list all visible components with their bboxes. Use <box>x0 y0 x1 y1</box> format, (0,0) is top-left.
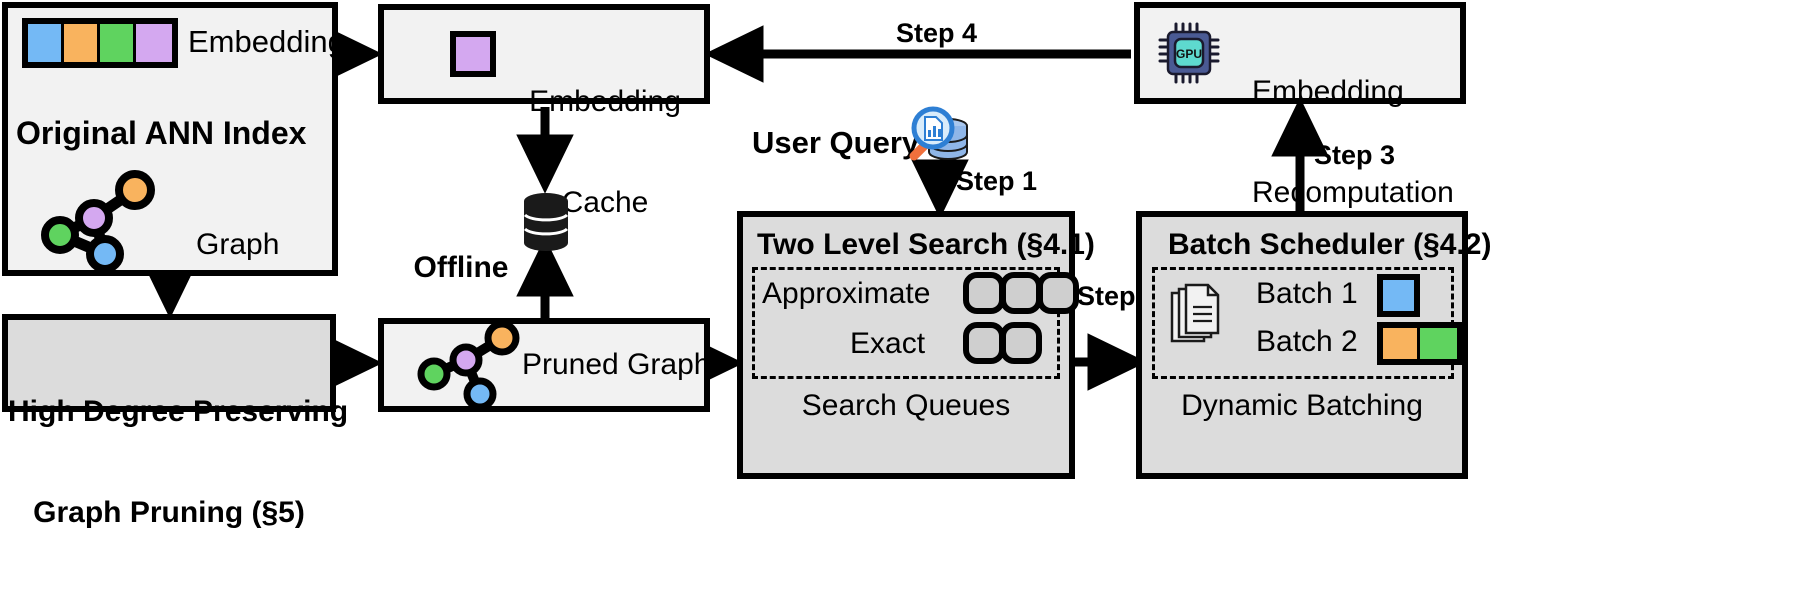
embedding-cache-title-line1: Embedding <box>529 85 681 119</box>
search-queues-dashed-area <box>752 267 1060 379</box>
graph-label: Graph <box>196 228 280 261</box>
batch-row-2-label: Batch 2 <box>1256 325 1358 358</box>
step-3-label: Step 3 <box>1314 140 1396 170</box>
database-cylinder-icon <box>523 193 569 251</box>
batch-scheduler-title: Batch Scheduler (§4.2) <box>1168 228 1492 261</box>
original-ann-index-title: Original ANN Index <box>16 115 307 151</box>
batch-row-1-label: Batch 1 <box>1256 277 1358 310</box>
search-queues-footer: Search Queues <box>801 389 1011 422</box>
graph-node-purple <box>75 199 113 237</box>
dynamic-batching-footer: Dynamic Batching <box>1181 389 1423 422</box>
graph-node-blue <box>86 235 124 273</box>
graph-pruning-title-line1: High Degree Preserving <box>8 395 349 429</box>
approximate-queue-slot-2[interactable] <box>1000 272 1042 314</box>
graph-node-orange <box>115 170 155 210</box>
query-search-database-icon <box>909 106 968 161</box>
batch-2-swatch-green <box>1420 328 1457 359</box>
documents-stack-icon <box>1170 283 1220 343</box>
pruned-node-blue <box>463 377 497 411</box>
approximate-queue-slot-1[interactable] <box>963 272 1005 314</box>
step-4-label: Step 4 <box>896 18 978 48</box>
pruned-node-green <box>417 357 451 391</box>
offline-storage-label-line1: Offline <box>413 251 509 285</box>
exact-row-label: Exact <box>850 327 926 360</box>
embedding-swatch-orange <box>64 24 100 62</box>
embedding-swatch-green <box>100 24 136 62</box>
gpu-chip-icon: GPU <box>1158 22 1220 84</box>
exact-queue-slot-1[interactable] <box>963 322 1005 364</box>
graph-pruning-title-line2: Graph Pruning (§5) <box>33 495 305 529</box>
pruned-graph-icon <box>417 324 520 411</box>
embedding-cache-swatch <box>450 31 496 77</box>
pruned-graph-label: Pruned Graph <box>522 348 711 381</box>
embedding-cache-title-line2: Cache <box>561 185 649 219</box>
batch-1-swatch-blue <box>1377 274 1420 317</box>
embedding-swatch-purple <box>136 24 172 62</box>
architecture-diagram: Embedding Original ANN Index Graph Embed… <box>2 2 1492 529</box>
graph-pruning-panel <box>2 314 336 412</box>
original-graph-icon <box>41 170 155 273</box>
step-1-label: Step 1 <box>956 166 1038 196</box>
embedding-cache-title: Embedding Cache <box>510 18 700 287</box>
user-query-label: User Query <box>752 125 920 160</box>
pruned-node-purple <box>449 343 483 377</box>
batch-2-swatch-strip <box>1377 322 1463 365</box>
graph-pruning-title: High Degree Preserving Graph Pruning (§5… <box>8 328 349 597</box>
batch-2-swatch-orange <box>1383 328 1420 359</box>
approximate-row-label: Approximate <box>762 277 931 310</box>
embedding-swatch-blue <box>28 24 64 62</box>
pruned-node-orange <box>484 324 520 356</box>
recomputation-server-title-line1: Embedding <box>1252 75 1404 109</box>
recomputation-server-title-line2: Recomputation <box>1252 175 1454 209</box>
approximate-queue-slot-3[interactable] <box>1037 272 1079 314</box>
two-level-search-title: Two Level Search (§4.1) <box>757 228 1095 261</box>
embedding-swatch-strip <box>22 18 178 68</box>
graph-node-green <box>41 216 79 254</box>
gpu-chip-label: GPU <box>1176 47 1202 61</box>
exact-queue-slot-2[interactable] <box>1000 322 1042 364</box>
embedding-cache-panel <box>378 4 710 104</box>
embedding-label: Embedding <box>188 24 345 59</box>
